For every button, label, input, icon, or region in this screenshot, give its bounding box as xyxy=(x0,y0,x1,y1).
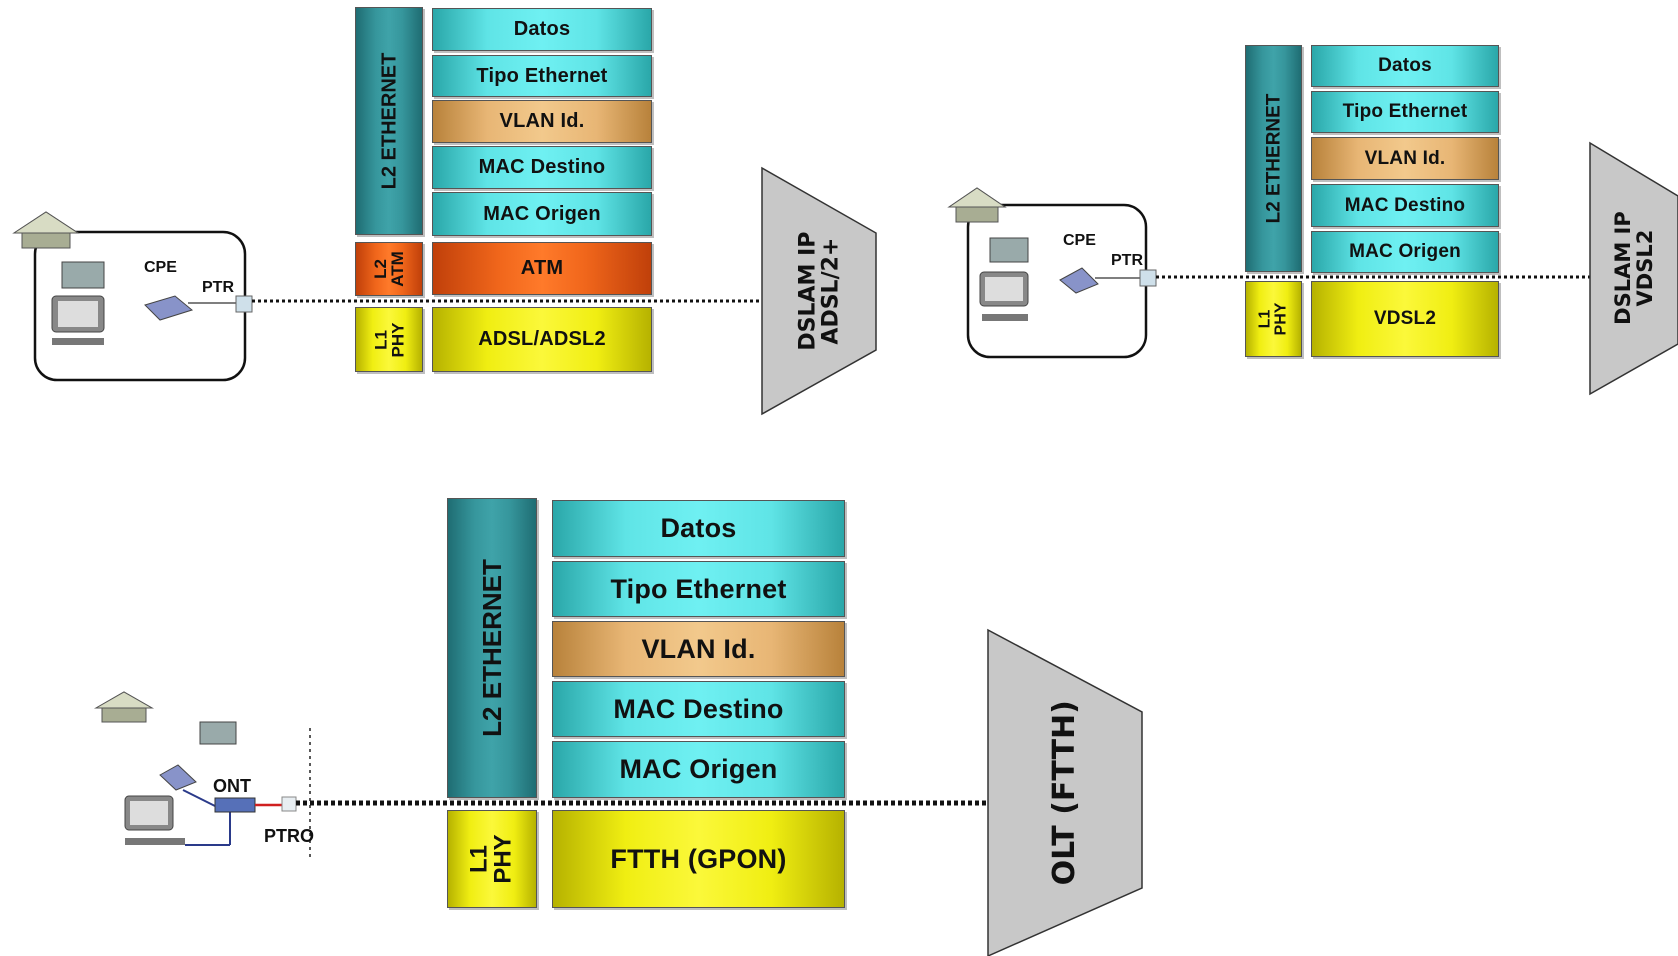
ptro-socket-icon xyxy=(282,797,296,811)
field-adsl: ADSL/ADSL2 xyxy=(432,307,652,372)
layer-l2-atm: L2 ATM xyxy=(355,242,423,296)
field-datos: Datos xyxy=(552,500,845,557)
field-datos: Datos xyxy=(1311,45,1499,87)
field-tipo-ethernet: Tipo Ethernet xyxy=(1311,91,1499,133)
layer-l1-phy: L1 PHY xyxy=(1245,281,1302,357)
field-tipo-ethernet: Tipo Ethernet xyxy=(432,55,652,97)
dslam-adsl-label: DSLAM IP ADSL/2+ xyxy=(762,168,876,414)
ptr-socket-icon xyxy=(236,296,252,312)
ont-device-icon xyxy=(215,798,255,812)
layer-l2-ethernet: L2 ETHERNET xyxy=(1245,45,1302,272)
field-mac-origen: MAC Origen xyxy=(1311,231,1499,273)
field-ftth-gpon: FTTH (GPON) xyxy=(552,810,845,908)
field-vdsl2: VDSL2 xyxy=(1311,281,1499,357)
field-vlan-id: VLAN Id. xyxy=(1311,137,1499,180)
field-mac-destino: MAC Destino xyxy=(1311,184,1499,227)
field-mac-origen: MAC Origen xyxy=(552,741,845,798)
field-vlan-id: VLAN Id. xyxy=(432,100,652,143)
layer-l2-ethernet: L2 ETHERNET xyxy=(355,7,423,235)
field-vlan-id: VLAN Id. xyxy=(552,621,845,677)
field-datos: Datos xyxy=(432,8,652,51)
ptr-label: PTR xyxy=(202,279,234,297)
dslam-vdsl-label: DSLAM IP VDSL2 xyxy=(1590,143,1678,394)
cpe-label: CPE xyxy=(1063,232,1096,250)
field-atm: ATM xyxy=(432,242,652,295)
layer-l1-phy: L1 PHY xyxy=(447,810,537,908)
layer-l2-ethernet: L2 ETHERNET xyxy=(447,498,537,798)
house-icon xyxy=(96,692,152,722)
field-tipo-ethernet: Tipo Ethernet xyxy=(552,561,845,617)
router-icon xyxy=(160,765,196,790)
house-icon xyxy=(14,212,78,248)
ptr-socket-icon xyxy=(1140,270,1156,286)
ptro-label: PTRO xyxy=(264,826,314,847)
field-mac-destino: MAC Destino xyxy=(432,146,652,189)
customer-premises-2 xyxy=(949,188,1156,357)
layer-l1-phy: L1 PHY xyxy=(355,307,423,372)
house-icon xyxy=(949,188,1005,222)
field-mac-origen: MAC Origen xyxy=(432,192,652,236)
cpe-label: CPE xyxy=(144,259,177,277)
ptr-label: PTR xyxy=(1111,252,1143,270)
field-mac-destino: MAC Destino xyxy=(552,681,845,737)
ont-label: ONT xyxy=(213,776,251,797)
olt-label: OLT (FTTH) xyxy=(988,630,1142,956)
